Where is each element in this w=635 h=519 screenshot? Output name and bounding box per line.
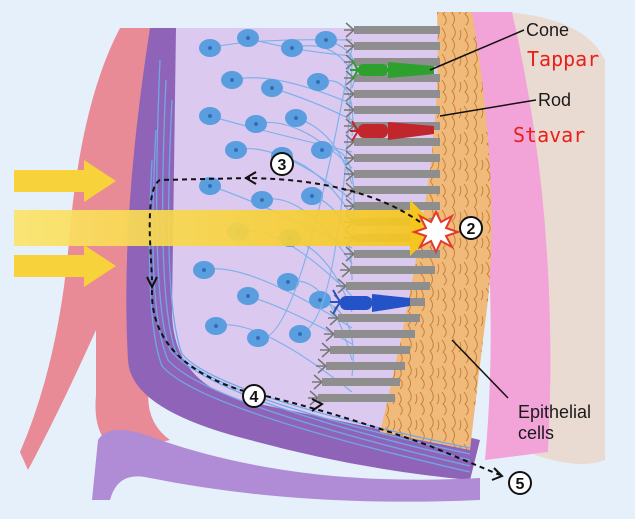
neuron-nucleus <box>286 280 290 284</box>
step-2-label: 2 <box>467 221 476 238</box>
neuron-nucleus <box>202 268 206 272</box>
cone-translation-label: Tappar <box>527 47 599 71</box>
cone-label: Cone <box>526 20 569 40</box>
neuron-nucleus <box>320 148 324 152</box>
neuron-nucleus <box>318 298 322 302</box>
photoreceptor-cell <box>354 106 440 114</box>
photoreceptor-cell <box>334 330 415 338</box>
neuron-nucleus <box>254 122 258 126</box>
step-5-label: 5 <box>516 476 525 493</box>
neuron-nucleus <box>230 78 234 82</box>
photoreceptor-cell <box>354 186 440 194</box>
neuron-nucleus <box>214 324 218 328</box>
photoreceptor-cell <box>326 362 405 370</box>
photoreceptor-cell <box>354 202 440 210</box>
step-3-label: 3 <box>278 157 287 174</box>
activation-star-icon <box>414 212 458 252</box>
photoreceptor-cell <box>322 378 400 386</box>
neuron-nucleus <box>298 332 302 336</box>
photoreceptor-cell <box>354 138 440 146</box>
photoreceptor-cell <box>330 346 410 354</box>
neuron-nucleus <box>234 148 238 152</box>
step-marker-4: 4 <box>243 385 265 407</box>
neuron-nucleus <box>290 46 294 50</box>
photoreceptor-cell <box>354 26 440 34</box>
step-marker-5: 5 <box>509 472 531 494</box>
step-4-label: 4 <box>250 389 259 406</box>
epithelial-label-line2: cells <box>518 423 554 443</box>
photoreceptor-cell <box>354 170 440 178</box>
neuron-nucleus <box>208 114 212 118</box>
neuron-nucleus <box>208 184 212 188</box>
photoreceptor-cell <box>350 266 435 274</box>
rod-translation-label: Stavar <box>513 123 585 147</box>
photoreceptor-cell <box>354 42 440 50</box>
neuron-nucleus <box>256 336 260 340</box>
neuron-nucleus <box>324 38 328 42</box>
step-marker-2: 2 <box>460 217 482 239</box>
neuron-nucleus <box>208 46 212 50</box>
photoreceptor-cell <box>338 314 420 322</box>
photoreceptor-cell <box>346 282 430 290</box>
neuron-nucleus <box>246 36 250 40</box>
neuron-nucleus <box>310 194 314 198</box>
photoreceptor-cell <box>318 394 395 402</box>
photoreceptor-cell <box>354 154 440 162</box>
step-marker-3: 3 <box>271 153 293 175</box>
neuron-nucleus <box>294 116 298 120</box>
neuron-nucleus <box>316 80 320 84</box>
epithelial-label-line1: Epithelial <box>518 402 591 422</box>
neuron-nucleus <box>270 86 274 90</box>
neuron-nucleus <box>246 294 250 298</box>
photoreceptor-cell <box>354 90 440 98</box>
photoreceptor-cell <box>354 250 440 258</box>
neuron-nucleus <box>260 198 264 202</box>
rod-label: Rod <box>538 90 571 110</box>
